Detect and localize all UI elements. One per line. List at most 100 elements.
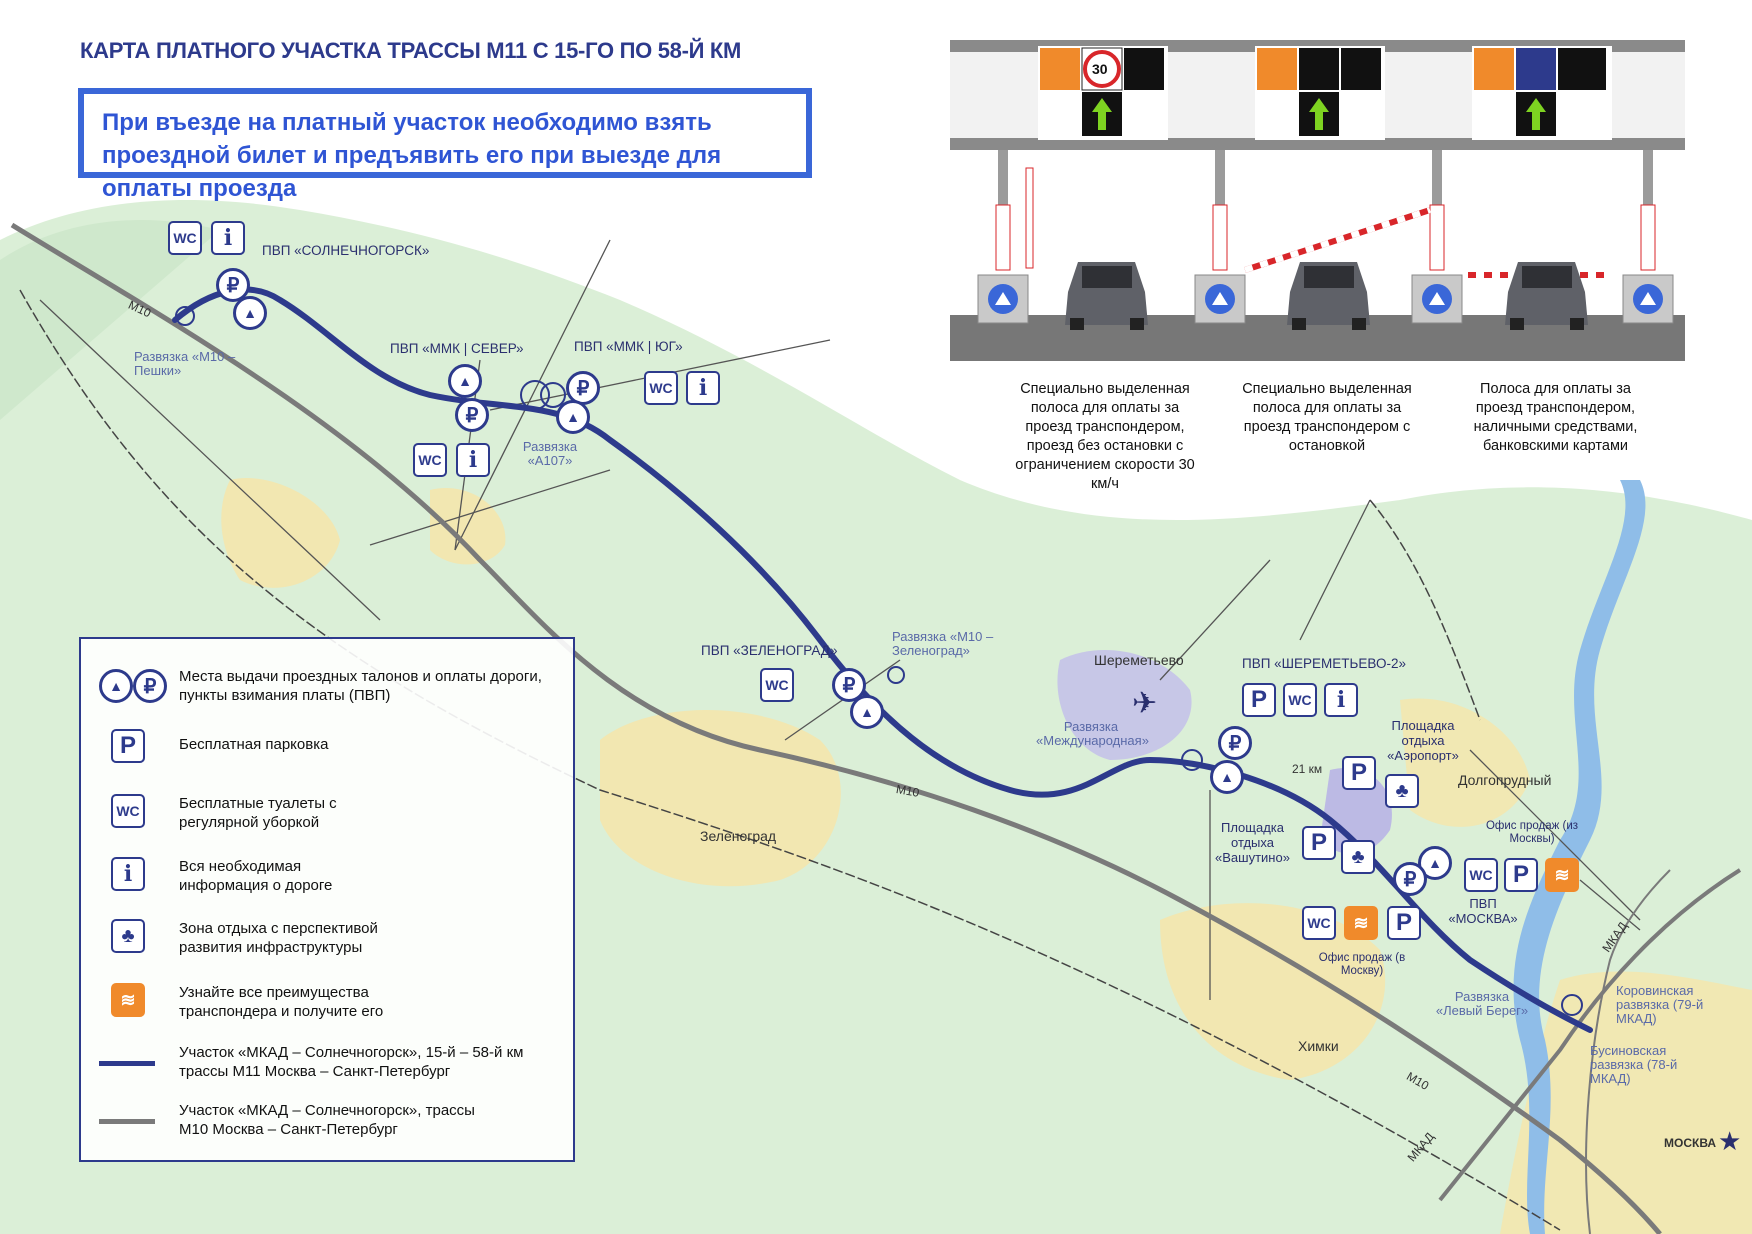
toll-notice-banner: При въезде на платный участок необходимо… — [78, 88, 812, 202]
urban-solnechnogorsk — [221, 478, 340, 588]
pvp-moscow-prefix: ПВП — [1469, 896, 1497, 911]
parking-icon: P — [1342, 756, 1376, 790]
ruble-icon: ₽ — [1393, 862, 1427, 896]
legend-text: Узнайте все преимущества транспондера и … — [179, 984, 384, 1020]
label-area-airport: Площадка отдыха «Аэропорт» — [1387, 718, 1459, 763]
m10-line-swatch — [99, 1119, 155, 1124]
legend-text: Участок «МКАД – Солнечногорск», трассы М… — [179, 1102, 475, 1138]
city-label-moscow: МОСКВА — [1664, 1136, 1717, 1150]
city-label-dolgoprudny: Долгопрудный — [1458, 772, 1552, 788]
urban-khimki — [1160, 903, 1386, 1080]
page-title: КАРТА ПЛАТНОГО УЧАСТКА ТРАССЫ М11 С 15-Г… — [80, 38, 742, 63]
wc-icon: WC — [168, 221, 202, 255]
label-pvp-solnechnogorsk: ПВП «СОЛНЕЧНОГОРСК» — [262, 243, 430, 258]
ticket-gate-icon: ▲ — [99, 669, 133, 703]
wc-icon: WC — [1302, 906, 1336, 940]
urban-moscow — [1500, 971, 1752, 1234]
label-pvp-sheremetyevo2: ПВП «ШЕРЕМЕТЬЕВО-2» — [1242, 656, 1406, 671]
ruble-icon: ₽ — [216, 268, 250, 302]
ticket-gate-icon: ▲ — [556, 400, 590, 434]
info-icon: i — [111, 857, 145, 891]
m10-route — [10, 222, 1662, 1234]
m11-line-swatch — [99, 1061, 155, 1066]
label-pvp-moscow: ПВП«МОСКВА» — [1448, 896, 1518, 926]
car-3 — [1505, 262, 1588, 330]
car-1 — [1065, 262, 1148, 330]
label-pvp-zelenograd: ПВП «ЗЕЛЕНОГРАД» — [701, 643, 838, 658]
label-junction-peshki: Развязка «М10 – Пешки» — [134, 349, 236, 378]
urban-dolgoprudny — [1400, 698, 1530, 827]
rest-area-icon: ♣ — [1385, 774, 1419, 808]
parking-icon: P — [1504, 858, 1538, 892]
ruble-icon: ₽ — [566, 371, 600, 405]
label-junction-left-bank: Развязка «Левый Берег» — [1435, 989, 1529, 1018]
label-junction-zelenograd: Развязка «М10 – Зеленоград» — [892, 629, 994, 658]
transponder-icon: ≋ — [111, 983, 145, 1017]
label-area-vashutino: Площадка отдыха «Вашутино» — [1215, 820, 1290, 865]
wc-icon: WC — [760, 668, 794, 702]
mkad-route-2 — [1585, 869, 1671, 1234]
label-junction-korovinskaya: Коровинская развязка (79-й МКАД) — [1616, 983, 1704, 1026]
forest-area-2 — [0, 220, 220, 420]
label-pvp-mmk-north: ПВП «ММК | СЕВЕР» — [390, 341, 524, 356]
ruble-icon: ₽ — [455, 398, 489, 432]
transponder-icon: ≋ — [1545, 858, 1579, 892]
lane-caption-3: Полоса для оплаты за проезд транспондеро… — [1473, 381, 1638, 454]
label-office-to-moscow: Офис продаж (в Москву) — [1318, 952, 1406, 977]
lane-caption-1: Специально выделенная полоса для оплаты … — [1015, 381, 1195, 492]
urban-zelenograd — [600, 710, 841, 887]
wc-icon: WC — [413, 443, 447, 477]
lane-caption-2: Специально выделенная полоса для оплаты … — [1242, 381, 1412, 454]
rest-area-icon: ♣ — [111, 919, 145, 953]
parking-icon: P — [111, 729, 145, 763]
km-marker: 21 км — [1292, 762, 1323, 776]
info-icon: i — [211, 221, 245, 255]
transponder-icon: ≋ — [1344, 906, 1378, 940]
legend-text: Зона отдыха с перспективой развития инфр… — [179, 920, 378, 956]
legend-text: Участок «МКАД – Солнечногорск», 15-й – 5… — [179, 1044, 524, 1080]
toll-gantry — [950, 40, 1685, 361]
speed-limit-sign: 30 — [1092, 61, 1108, 77]
m11-route — [172, 286, 1593, 1033]
wc-icon: WC — [111, 794, 145, 828]
moscow-star-icon: ★ — [1718, 1126, 1742, 1156]
info-icon: i — [456, 443, 490, 477]
ticket-gate-icon: ▲ — [850, 695, 884, 729]
rest-area-icon: ♣ — [1341, 840, 1375, 874]
city-label-khimki: Химки — [1298, 1038, 1339, 1054]
label-pvp-mmk-south: ПВП «ММК | ЮГ» — [574, 339, 683, 354]
wc-icon: WC — [644, 371, 678, 405]
label-junction-international: Развязка «Международная» — [1036, 719, 1149, 748]
info-icon: i — [1324, 683, 1358, 717]
ticket-gate-icon: ▲ — [1210, 760, 1244, 794]
legend-text: Бесплатные туалеты с регулярной уборкой — [179, 795, 337, 831]
plane-icon: ✈ — [1132, 687, 1158, 720]
ruble-icon: ₽ — [1218, 726, 1252, 760]
city-label-sheremetyevo: Шереметьево — [1094, 652, 1184, 668]
legend-text: Вся необходимая информация о дороге — [179, 858, 333, 894]
railway-lines — [19, 289, 1561, 1231]
car-2 — [1287, 262, 1370, 330]
parking-icon: P — [1387, 906, 1421, 940]
parking-icon: P — [1242, 683, 1276, 717]
urban-a107 — [430, 488, 506, 565]
label-junction-a107: Развязка «А107» — [522, 439, 578, 468]
legend-text: Места выдачи проездных талонов и оплаты … — [179, 668, 542, 704]
parking-icon: P — [1302, 826, 1336, 860]
city-label-zelenograd: Зеленоград — [700, 828, 777, 844]
ticket-gate-icon: ▲ — [448, 364, 482, 398]
wc-icon: WC — [1283, 683, 1317, 717]
mkad-route — [1438, 868, 1742, 1202]
airport-area-2 — [1320, 768, 1392, 854]
pvp-moscow-name: «МОСКВА» — [1448, 911, 1518, 926]
wc-icon: WC — [1464, 858, 1498, 892]
info-icon: i — [686, 371, 720, 405]
ruble-icon: ₽ — [133, 669, 167, 703]
water-body — [1513, 480, 1646, 1234]
label-junction-businovskaya: Бусиновская развязка (78-й МКАД) — [1590, 1043, 1678, 1086]
airport-area — [1057, 650, 1192, 760]
legend-text: Бесплатная парковка — [179, 736, 329, 753]
label-office-from-moscow: Офис продаж (из Москвы) — [1485, 820, 1579, 845]
ticket-gate-icon: ▲ — [233, 296, 267, 330]
